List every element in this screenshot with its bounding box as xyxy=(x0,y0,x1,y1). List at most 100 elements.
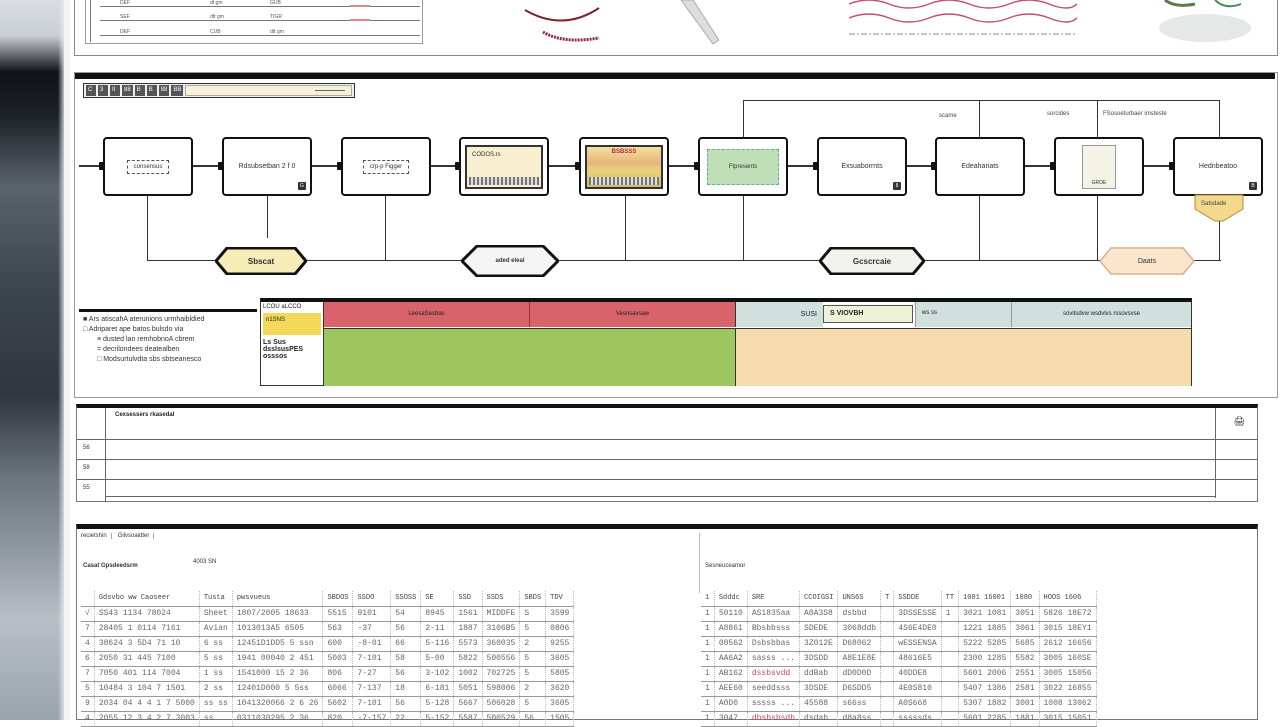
toolbar-button[interactable]: B xyxy=(134,85,145,96)
table-cell xyxy=(880,651,895,667)
table-cell: 7-101 xyxy=(352,696,392,712)
column-header[interactable]: 1001 16001 xyxy=(958,591,1012,607)
process-node[interactable]: Exsuaborrnts 8 xyxy=(817,137,907,196)
process-node[interactable]: Edeahariats xyxy=(935,137,1025,196)
decision-node[interactable]: Gcscrcaie xyxy=(819,247,925,275)
column-header[interactable]: SBDOS xyxy=(322,591,354,607)
table-cell: 1881 xyxy=(1010,711,1040,727)
table-cell: 1541000 15 2 36 xyxy=(232,666,324,682)
process-node[interactable]: Ftpresents xyxy=(698,137,788,196)
table-row[interactable]: 58 xyxy=(77,459,1257,479)
column-header[interactable]: TDV xyxy=(545,591,575,607)
table-cell: sasss ... xyxy=(747,651,801,667)
table-cell: 5 xyxy=(81,681,95,697)
column-header[interactable]: pwsvueus xyxy=(232,591,324,607)
process-node[interactable]: consensus xyxy=(103,137,193,196)
table-cell: ddBab xyxy=(799,666,839,682)
table-cell: Dsbsbbas xyxy=(747,636,801,652)
decision-node[interactable]: Daats xyxy=(1099,247,1195,275)
field-value[interactable]: 4003 SN xyxy=(193,559,217,565)
print-icon[interactable]: 🖨 xyxy=(1233,416,1245,426)
table-cell: 2300 1285 xyxy=(958,651,1012,667)
process-node[interactable]: Hednbeatoo B xyxy=(1173,137,1263,196)
legend-item: □ Adriparet ape batos bulsdo via xyxy=(83,326,184,333)
decision-node[interactable]: Sbscat xyxy=(215,247,307,275)
column-header[interactable]: SRE xyxy=(747,591,801,607)
decision-node[interactable]: aded eleal xyxy=(461,245,559,277)
process-node[interactable]: BSBSSS xyxy=(579,137,669,196)
column-header[interactable]: SSDDE xyxy=(893,591,942,607)
column-header[interactable]: 1080 xyxy=(1010,591,1040,607)
tab[interactable]: Gilvsoaidter xyxy=(118,533,155,539)
table-cell: 1 xyxy=(701,696,715,712)
column-header[interactable]: SE xyxy=(420,591,455,607)
table-cell: 7-27 xyxy=(352,666,392,682)
table-cell: s66ss xyxy=(837,696,882,712)
column-header[interactable]: TT xyxy=(941,591,960,607)
process-node[interactable]: crp-p Figger xyxy=(341,137,431,196)
table-cell: 7-137 xyxy=(352,681,392,697)
table-row[interactable]: 55 xyxy=(77,479,1257,499)
column-header[interactable]: SSD xyxy=(453,591,483,607)
toolbar-input[interactable] xyxy=(185,85,352,96)
column-header[interactable]: SSDO xyxy=(352,591,392,607)
toolbar-button[interactable]: C xyxy=(86,85,96,96)
column-header[interactable]: Sdddc xyxy=(714,591,748,607)
phase-bar-peach xyxy=(735,328,1191,386)
node-badge-icon: B xyxy=(1249,182,1257,190)
process-node[interactable]: CODOS.rs xyxy=(459,137,549,196)
table-cell xyxy=(941,696,960,712)
toolbar-button[interactable]: 88 xyxy=(122,85,133,96)
column-header[interactable] xyxy=(81,591,95,607)
process-node[interactable]: Rdsubsetban 2 f 0 G xyxy=(222,137,312,196)
phase-input[interactable]: S VIOVBH xyxy=(823,305,913,323)
column-header[interactable]: SBDS xyxy=(519,591,547,607)
toolbar-button[interactable]: B xyxy=(146,85,157,96)
table-cell: 2-11 xyxy=(420,621,455,637)
table-cell: -37 xyxy=(352,621,392,637)
toolbar-button[interactable]: 88 xyxy=(158,85,170,96)
table-cell: 28405 1 0114 7161 xyxy=(94,621,200,637)
table-cell: 3Z012E xyxy=(799,636,839,652)
column-header[interactable]: T xyxy=(880,591,895,607)
tab[interactable]: recietshin xyxy=(81,533,112,539)
column-header[interactable]: SSDS xyxy=(482,591,521,607)
column-header[interactable]: CCOIGSI xyxy=(799,591,839,607)
column-header[interactable]: SSOSS xyxy=(390,591,422,607)
toolbar-button[interactable]: II xyxy=(110,85,120,96)
table-cell: 5 xyxy=(519,651,547,667)
toolbar-button[interactable]: BB xyxy=(171,85,184,96)
process-node[interactable]: GROE xyxy=(1054,137,1144,196)
table-cell: 5826 18E72 xyxy=(1039,606,1097,622)
table-cell: 1 xyxy=(701,711,715,727)
table-row[interactable]: 56 xyxy=(77,439,1257,459)
column-header[interactable]: Tusta xyxy=(199,591,233,607)
table-cell: 4E0S810 xyxy=(893,681,942,697)
column-header[interactable]: HOOS 1606 xyxy=(1039,591,1097,607)
column-header[interactable]: Gdsvbo ww Caoseer xyxy=(94,591,200,607)
node-image: Ftpresents xyxy=(707,148,779,185)
table-cell: 1941 00040 2 451 xyxy=(232,651,324,667)
column-header[interactable]: 1 xyxy=(701,591,715,607)
column-header[interactable]: UNS6S xyxy=(837,591,882,607)
toolbar-button[interactable]: 3 xyxy=(98,85,108,96)
table-cell: 1 xyxy=(941,606,960,622)
table-cell: 1 xyxy=(701,666,715,682)
